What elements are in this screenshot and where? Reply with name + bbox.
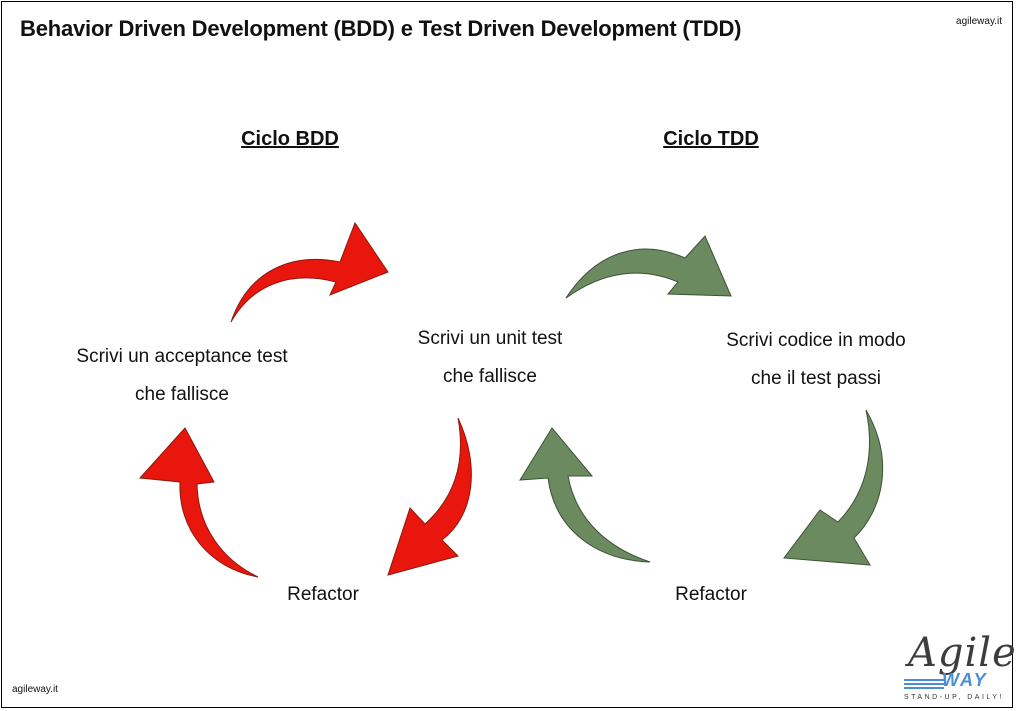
bdd-step-acceptance-test: Scrivi un acceptance test che fallisce bbox=[44, 338, 320, 414]
bdd-step-acceptance-line1: Scrivi un acceptance test bbox=[76, 346, 288, 367]
bdd-heading: Ciclo BDD bbox=[241, 128, 339, 150]
tdd-step-write-code-line2: che il test passi bbox=[751, 368, 881, 389]
logo-way-text: WAY bbox=[942, 670, 988, 690]
bdd-arrow-right bbox=[387, 417, 472, 576]
tdd-arrow-top bbox=[565, 235, 732, 299]
site-label-bottom: agileway.it bbox=[12, 684, 58, 695]
bdd-arrows bbox=[138, 221, 472, 578]
site-label-top: agileway.it bbox=[956, 16, 1002, 27]
bdd-step-acceptance-line2: che fallisce bbox=[135, 384, 229, 405]
tdd-step-unit-test: Scrivi un unit test che fallisce bbox=[386, 320, 594, 396]
tdd-arrow-right bbox=[783, 409, 884, 566]
page-title: Behavior Driven Development (BDD) e Test… bbox=[20, 16, 742, 41]
bdd-arrow-left bbox=[138, 427, 259, 578]
tdd-arrow-left bbox=[519, 427, 651, 563]
logo-lines bbox=[904, 679, 944, 689]
tdd-step-refactor: Refactor bbox=[675, 584, 747, 605]
tdd-heading: Ciclo TDD bbox=[663, 128, 759, 150]
bdd-step-refactor: Refactor bbox=[287, 584, 359, 605]
agileway-logo: Agile WAY STAND-UP, DAILY! bbox=[898, 630, 1016, 708]
logo-agile-text: Agile bbox=[908, 630, 1016, 676]
logo-tagline: STAND-UP, DAILY! bbox=[904, 694, 1004, 701]
tdd-step-write-code-line1: Scrivi codice in modo bbox=[726, 330, 906, 351]
tdd-step-write-code: Scrivi codice in modo che il test passi bbox=[700, 322, 932, 398]
bdd-arrow-top bbox=[230, 221, 389, 323]
tdd-arrows bbox=[519, 235, 884, 566]
tdd-step-unit-test-line1: Scrivi un unit test bbox=[417, 328, 563, 349]
tdd-step-unit-test-line2: che fallisce bbox=[443, 366, 537, 387]
